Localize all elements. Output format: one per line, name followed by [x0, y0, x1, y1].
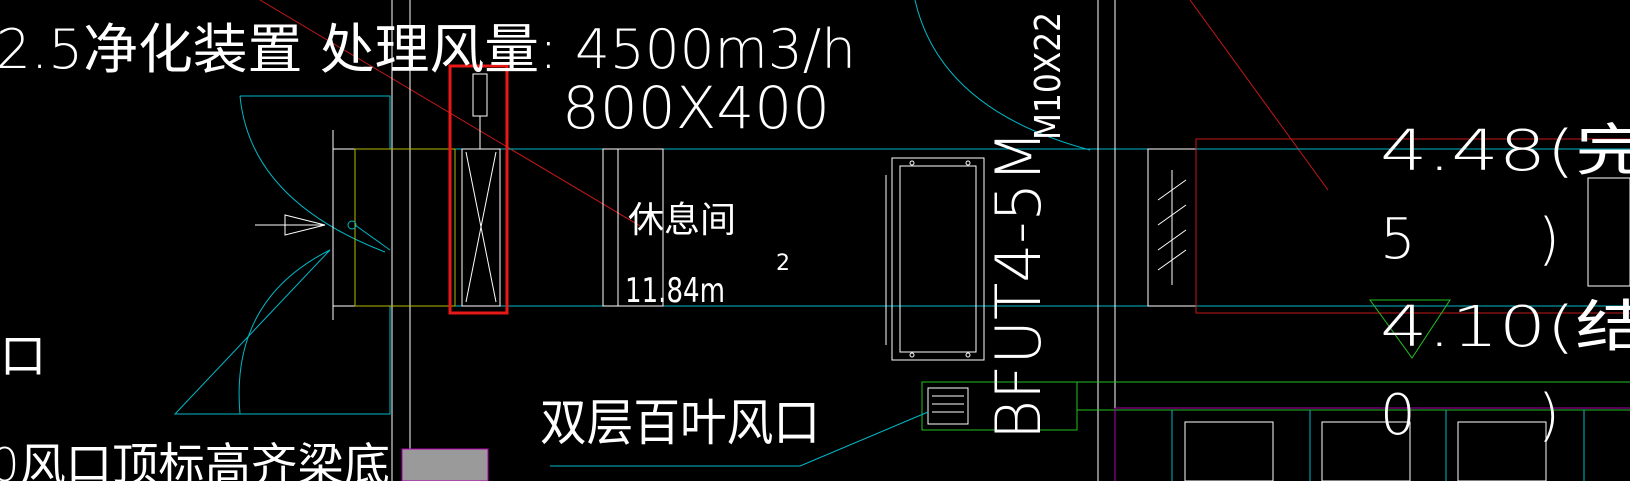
elevation-triangle: [1369, 299, 1451, 359]
arrow-icon: [284, 214, 326, 236]
left-door-frame-bottom: [173, 249, 391, 415]
fan-bolt-4: [965, 352, 971, 358]
fan-unit-outline[interactable]: [891, 157, 985, 361]
room-area-label[interactable]: 11.84m: [625, 271, 725, 311]
bottom-left-text[interactable]: 0风口顶标高齐梁底: [0, 438, 390, 481]
fan-bolt-2: [965, 160, 971, 166]
vertical-label-green[interactable]: M10X22: [1028, 12, 1069, 140]
fixture-3: [1457, 421, 1547, 481]
right-hatched-box: [1587, 177, 1630, 287]
right-line-2[interactable]: 5: [1380, 207, 1416, 272]
duct-partition: [602, 148, 664, 307]
vertical-label[interactable]: BFUT4-5M: [982, 130, 1055, 440]
louver-grille-icon[interactable]: [927, 387, 969, 425]
right-line-1[interactable]: 4.48(完: [1380, 119, 1630, 184]
vertical-label-green-group[interactable]: M10X22: [1028, 12, 1069, 140]
vertical-label-group[interactable]: BFUT4-5M: [982, 130, 1055, 440]
red-diagonal-line-right: [1189, 0, 1329, 191]
left-fragment-text: 口: [0, 329, 46, 383]
louver-leader-line: [799, 411, 929, 467]
right-line-4b: ): [1538, 383, 1560, 448]
damper-cross-b: [465, 151, 497, 303]
valve-damper[interactable]: [461, 148, 501, 307]
louver-label[interactable]: 双层百叶风口: [540, 394, 820, 452]
left-door-frame: [240, 95, 391, 149]
louver-box-green[interactable]: [921, 381, 1078, 431]
right-line-4[interactable]: 0: [1380, 383, 1416, 448]
purification-device-box[interactable]: [332, 148, 356, 307]
room-name-label[interactable]: 休息间: [628, 200, 736, 241]
fixture-2: [1321, 421, 1411, 481]
device-center-marker: [347, 220, 357, 230]
gray-fill-block: [401, 448, 489, 481]
door-swing-arc-left: [239, 95, 386, 253]
door-swing-arc-left-lower: [238, 249, 331, 415]
red-outline-right: [1195, 138, 1630, 314]
right-line-3[interactable]: 4.10(结: [1380, 295, 1630, 360]
fixture-1: [1184, 421, 1274, 481]
selection-highlight-box[interactable]: [448, 64, 509, 315]
right-line-2b: ): [1538, 207, 1560, 272]
fan-bolt-3: [909, 352, 915, 358]
fan-bolt-1: [909, 160, 915, 166]
door-swing-line: [354, 224, 391, 251]
fan-unit-inner: [899, 165, 977, 353]
duct-size-label[interactable]: 800X400: [562, 74, 830, 142]
title-text[interactable]: 2.5净化装置 处理风量: 4500m3/h: [0, 18, 856, 81]
door-swing-arc-top: [914, 0, 1091, 151]
room-area-superscript: 2: [776, 251, 790, 276]
duct-segment-yellow: [354, 148, 456, 307]
